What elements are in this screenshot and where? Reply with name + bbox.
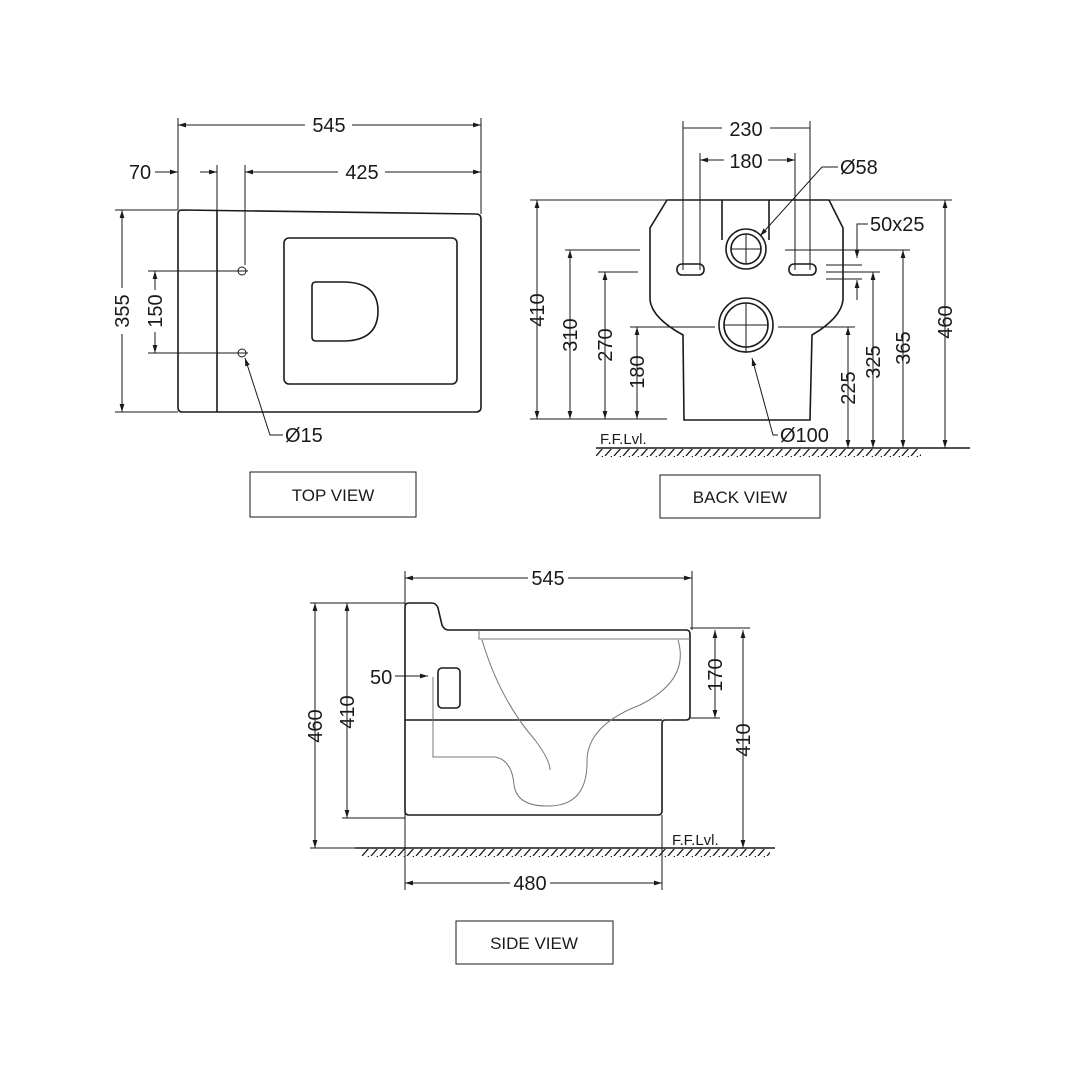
floor-hatch (596, 449, 921, 457)
top-view-label-box (249, 471, 417, 518)
outlet-circle (718, 297, 774, 353)
side-view: F.F.Lvl. 545 480 460 410 50 170 410 SIDE… (305, 568, 775, 965)
dim-410-left: 410 (337, 695, 359, 728)
dim-410-right: 410 (733, 723, 755, 756)
side-view-label: SIDE VIEW (490, 934, 578, 953)
dim-180-left: 180 (627, 355, 649, 388)
fixing-hole (236, 266, 248, 276)
back-view-outline (649, 199, 844, 421)
dim-480: 480 (513, 873, 546, 895)
dim-460: 460 (305, 709, 327, 742)
dim-150: 150 (145, 294, 167, 327)
dim-outlet-dia: Ø100 (780, 425, 829, 447)
top-view: 545 70 425 355 150 Ø15 TOP VIEW (112, 115, 482, 518)
back-view-label: BACK VIEW (693, 488, 787, 507)
side-view-outline (404, 602, 691, 816)
dim-inlet-dia: Ø58 (840, 157, 878, 179)
floor-label: F.F.Lvl. (600, 431, 647, 448)
top-view-label: TOP VIEW (292, 486, 375, 505)
dim-270: 270 (595, 328, 617, 361)
fixing-slot (676, 263, 705, 276)
dim-460: 460 (935, 305, 957, 338)
floor-label: F.F.Lvl. (672, 832, 719, 849)
top-view-outline (177, 209, 482, 413)
dim-425: 425 (345, 162, 378, 184)
inlet-circle (725, 228, 767, 270)
fixing-hole (236, 348, 248, 358)
bowl-curve (432, 639, 681, 807)
floor-hatch (360, 849, 770, 857)
dim-365: 365 (893, 331, 915, 364)
dim-310: 310 (560, 318, 582, 351)
dim-325: 325 (863, 345, 885, 378)
pipe-slot (437, 667, 461, 709)
dim-230: 230 (729, 119, 762, 141)
dim-50: 50 (370, 667, 392, 689)
dim-70: 70 (129, 162, 151, 184)
seat-rim (283, 237, 458, 385)
dim-410: 410 (527, 293, 549, 326)
back-view-label-box (659, 474, 821, 519)
dim-slot-size: 50x25 (870, 214, 925, 236)
side-view-label-box (455, 920, 614, 965)
dim-hole-dia: Ø15 (285, 425, 323, 447)
fixing-slot (788, 263, 817, 276)
seat (478, 630, 690, 640)
dim-170: 170 (705, 658, 727, 691)
back-view: F.F.Lvl. 230 180 Ø58 50x25 Ø100 410 310 … (527, 119, 970, 519)
dim-545: 545 (312, 115, 345, 137)
bowl-opening (311, 281, 379, 342)
dim-355: 355 (112, 294, 134, 327)
dim-180-top: 180 (729, 151, 762, 173)
dim-545: 545 (531, 568, 564, 590)
dim-225: 225 (838, 371, 860, 404)
